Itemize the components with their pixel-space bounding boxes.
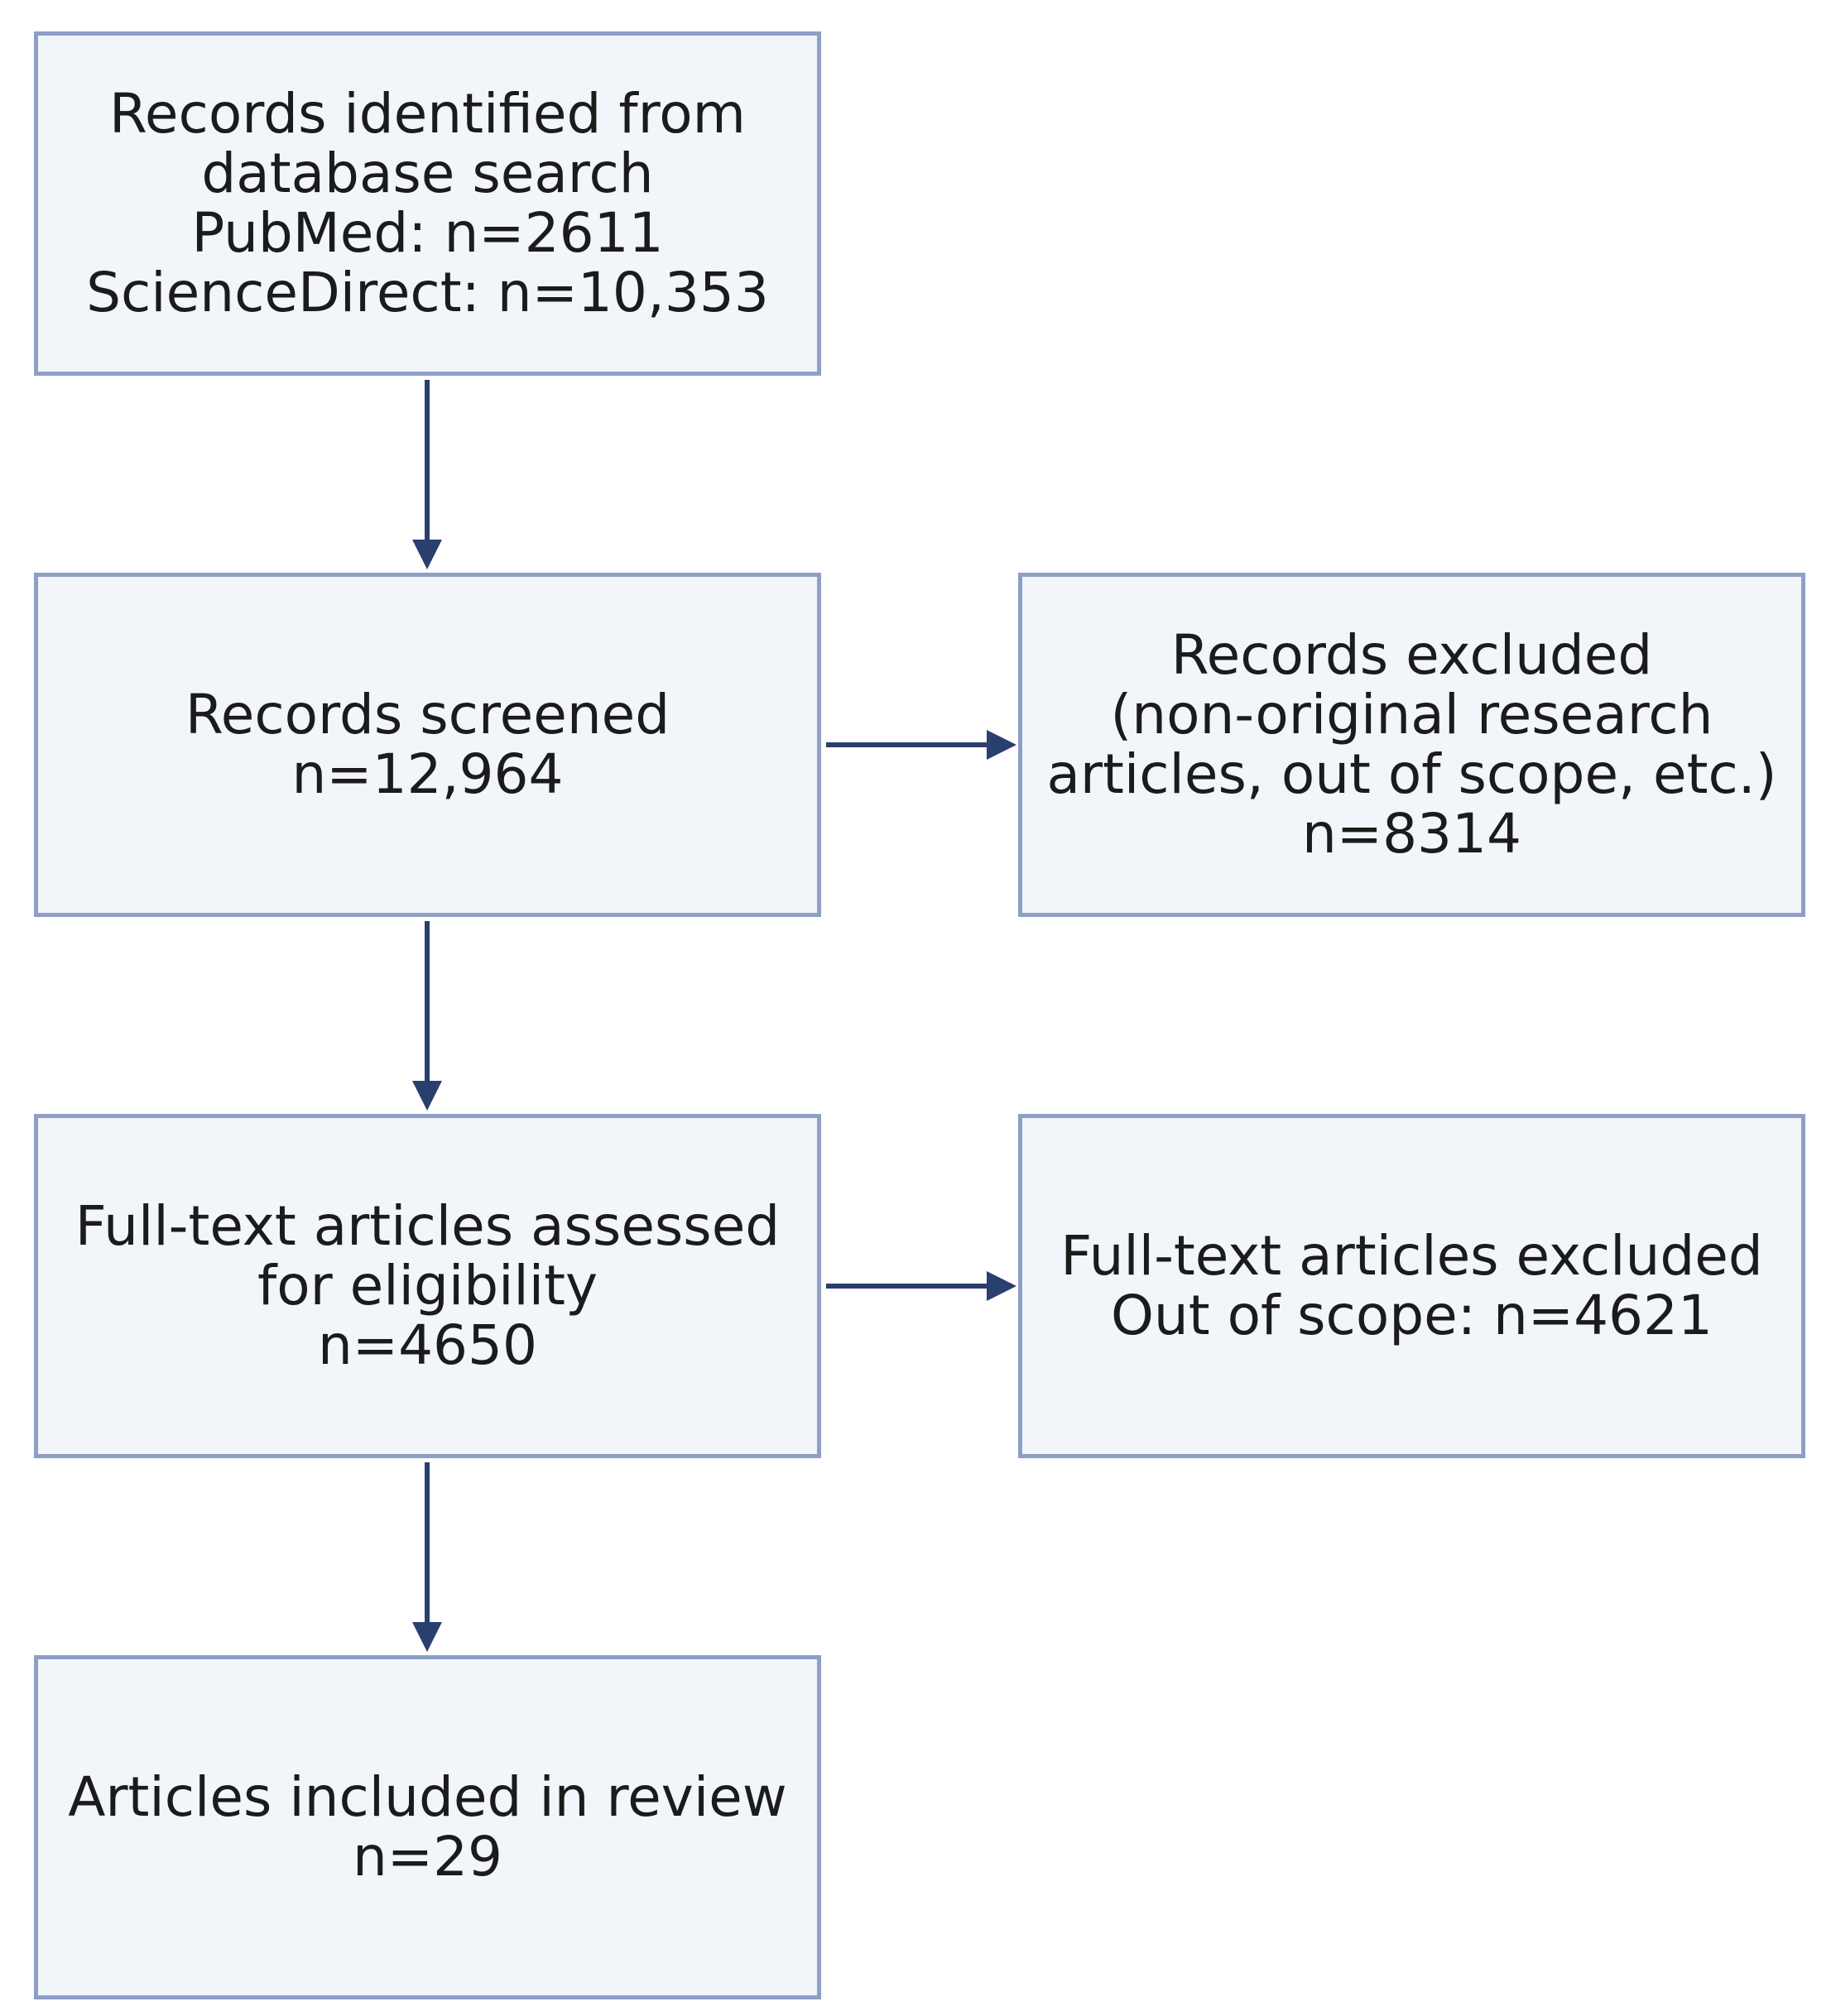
node-text-line: Records identified from	[109, 82, 746, 146]
node-text-line: n=12,964	[291, 742, 564, 806]
node-text-line: n=4650	[317, 1313, 538, 1377]
node-text-line: Out of scope: n=4621	[1110, 1284, 1713, 1347]
node-text-line: for eligibility	[257, 1254, 598, 1318]
node-text-line: (non-original research	[1110, 683, 1713, 746]
node-text-line: n=29	[352, 1825, 503, 1889]
node-text-line: ScienceDirect: n=10,353	[86, 261, 769, 324]
node-text-line: PubMed: n=2611	[191, 201, 664, 265]
node-text-line: Full-text articles excluded	[1060, 1224, 1763, 1288]
node-text-line: Records screened	[185, 683, 670, 746]
node-text-line: articles, out of scope, etc.)	[1046, 742, 1777, 806]
node-text-line: Records excluded	[1170, 623, 1653, 687]
node-text-line: Full-text articles assessed	[74, 1194, 781, 1258]
node-text-line: Articles included in review	[68, 1765, 787, 1829]
node-text-line: n=8314	[1301, 802, 1522, 866]
node-records-screened: Records screened n=12,964	[34, 573, 821, 917]
node-fulltext-assessed: Full-text articles assessed for eligibil…	[34, 1114, 821, 1458]
node-fulltext-excluded: Full-text articles excluded Out of scope…	[1018, 1114, 1805, 1458]
node-records-identified: Records identified from database search …	[34, 31, 821, 376]
node-text-line: database search	[201, 142, 654, 205]
node-records-excluded: Records excluded (non-original research …	[1018, 573, 1805, 917]
node-articles-included: Articles included in review n=29	[34, 1655, 821, 1999]
